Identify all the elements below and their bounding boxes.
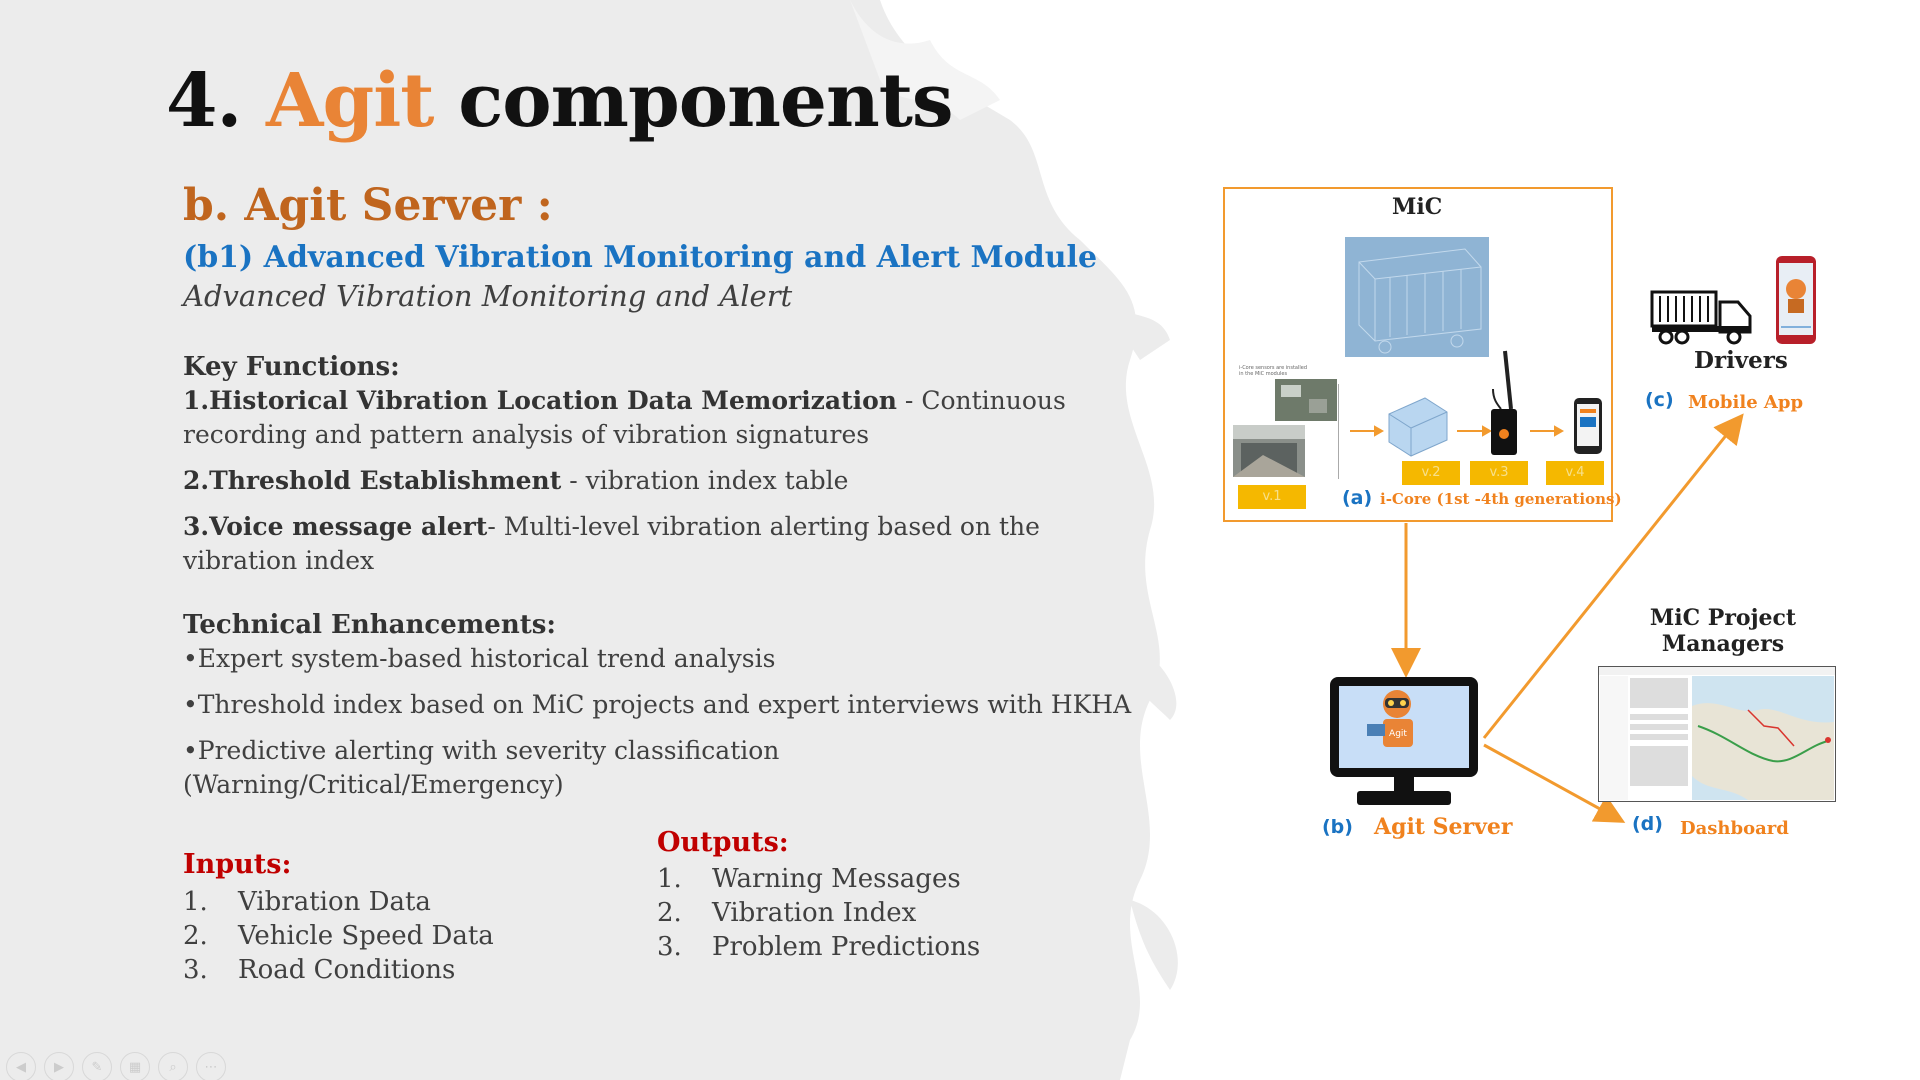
- arrow-server-to-dashboard: [1483, 743, 1626, 823]
- version-tag: v.4: [1546, 461, 1604, 485]
- key-function-item: 2.Threshold Establishment - vibration in…: [183, 466, 849, 495]
- server-letter: (b): [1322, 816, 1353, 838]
- input-item: 3.Road Conditions: [183, 955, 456, 985]
- server-label: Agit Server: [1374, 814, 1513, 840]
- input-item: 1.Vibration Data: [183, 887, 431, 917]
- input-item: 2.Vehicle Speed Data: [183, 921, 494, 951]
- prev-icon[interactable]: ◀: [6, 1052, 36, 1080]
- version-tag: v.2: [1402, 461, 1460, 485]
- inputs-list: 1.Vibration Data 2.Vehicle Speed Data 3.…: [183, 885, 494, 987]
- mic-panel: MiC i-Core sensors are installed in the …: [1223, 187, 1622, 522]
- title-number: 4.: [166, 58, 242, 144]
- slides-icon[interactable]: ▦: [120, 1052, 150, 1080]
- pm-label: MiC Project Managers: [1649, 605, 1797, 657]
- outputs-heading: Outputs:: [657, 827, 789, 858]
- icore-letter: (a): [1342, 487, 1373, 509]
- dashboard-screenshot: [1598, 666, 1836, 802]
- icore-v3-icon: [1491, 350, 1517, 455]
- dashboard-label: Dashboard: [1680, 818, 1789, 839]
- slide-title: 4. Agit components: [166, 58, 954, 144]
- driver-phone-icon: [1776, 256, 1816, 344]
- dashboard-letter: (d): [1632, 813, 1663, 835]
- enhancement-item: •Expert system-based historical trend an…: [183, 644, 776, 673]
- more-icon[interactable]: ⋯: [196, 1052, 226, 1080]
- agit-server-monitor-icon: Agit: [1330, 677, 1478, 805]
- device-arrows: [1350, 425, 1565, 437]
- version-tag: v.3: [1470, 461, 1528, 485]
- mobile-label: Mobile App: [1688, 392, 1804, 413]
- zoom-icon[interactable]: ⌕: [158, 1052, 188, 1080]
- key-functions: Key Functions: 1.Historical Vibration Lo…: [183, 350, 1113, 578]
- title-rest: components: [458, 58, 953, 144]
- key-function-item: 3.Voice message alert- Multi-level vibra…: [183, 512, 1040, 575]
- server-screen-text: Agit: [1389, 729, 1407, 739]
- enhancement-item: •Predictive alerting with severity class…: [183, 736, 780, 799]
- site-photo: [1233, 425, 1305, 477]
- drivers-label: Drivers: [1694, 347, 1788, 374]
- output-item: 1.Warning Messages: [657, 864, 961, 894]
- section-subtitle: b. Agit Server :: [183, 180, 553, 231]
- inputs-heading: Inputs:: [183, 849, 292, 880]
- sensor-note: i-Core sensors are installed in the MiC …: [1239, 365, 1308, 377]
- sensor-photo: [1275, 379, 1337, 421]
- icore-v4-phone-icon: [1574, 398, 1602, 454]
- version-tag: v.1: [1238, 485, 1306, 509]
- mic-module-image: [1345, 237, 1489, 357]
- outputs-list: 1.Warning Messages 2.Vibration Index 3.P…: [657, 862, 980, 964]
- enhancement-item: •Threshold index based on MiC projects a…: [183, 690, 1132, 719]
- icore-v2-icon: [1388, 397, 1448, 457]
- module-description: Advanced Vibration Monitoring and Alert: [183, 279, 793, 313]
- icore-label: i-Core (1st -4th generations): [1380, 490, 1622, 508]
- key-functions-heading: Key Functions:: [183, 352, 400, 382]
- pen-icon[interactable]: ✎: [82, 1052, 112, 1080]
- title-accent: Agit: [266, 58, 434, 144]
- presentation-controls: ◀ ▶ ✎ ▦ ⌕ ⋯: [6, 1052, 226, 1080]
- mobile-letter: (c): [1645, 389, 1674, 411]
- next-icon[interactable]: ▶: [44, 1052, 74, 1080]
- output-item: 3.Problem Predictions: [657, 932, 981, 962]
- truck-icon: [1650, 290, 1752, 345]
- module-title: (b1) Advanced Vibration Monitoring and A…: [183, 240, 1098, 275]
- mic-label: MiC: [1392, 194, 1443, 220]
- output-item: 2.Vibration Index: [657, 898, 917, 928]
- enhancements-heading: Technical Enhancements:: [183, 610, 556, 640]
- technical-enhancements: Technical Enhancements: •Expert system-b…: [183, 608, 1132, 802]
- key-function-item: 1.Historical Vibration Location Data Mem…: [183, 386, 1066, 449]
- arrow-server-to-mobile: [1482, 413, 1744, 739]
